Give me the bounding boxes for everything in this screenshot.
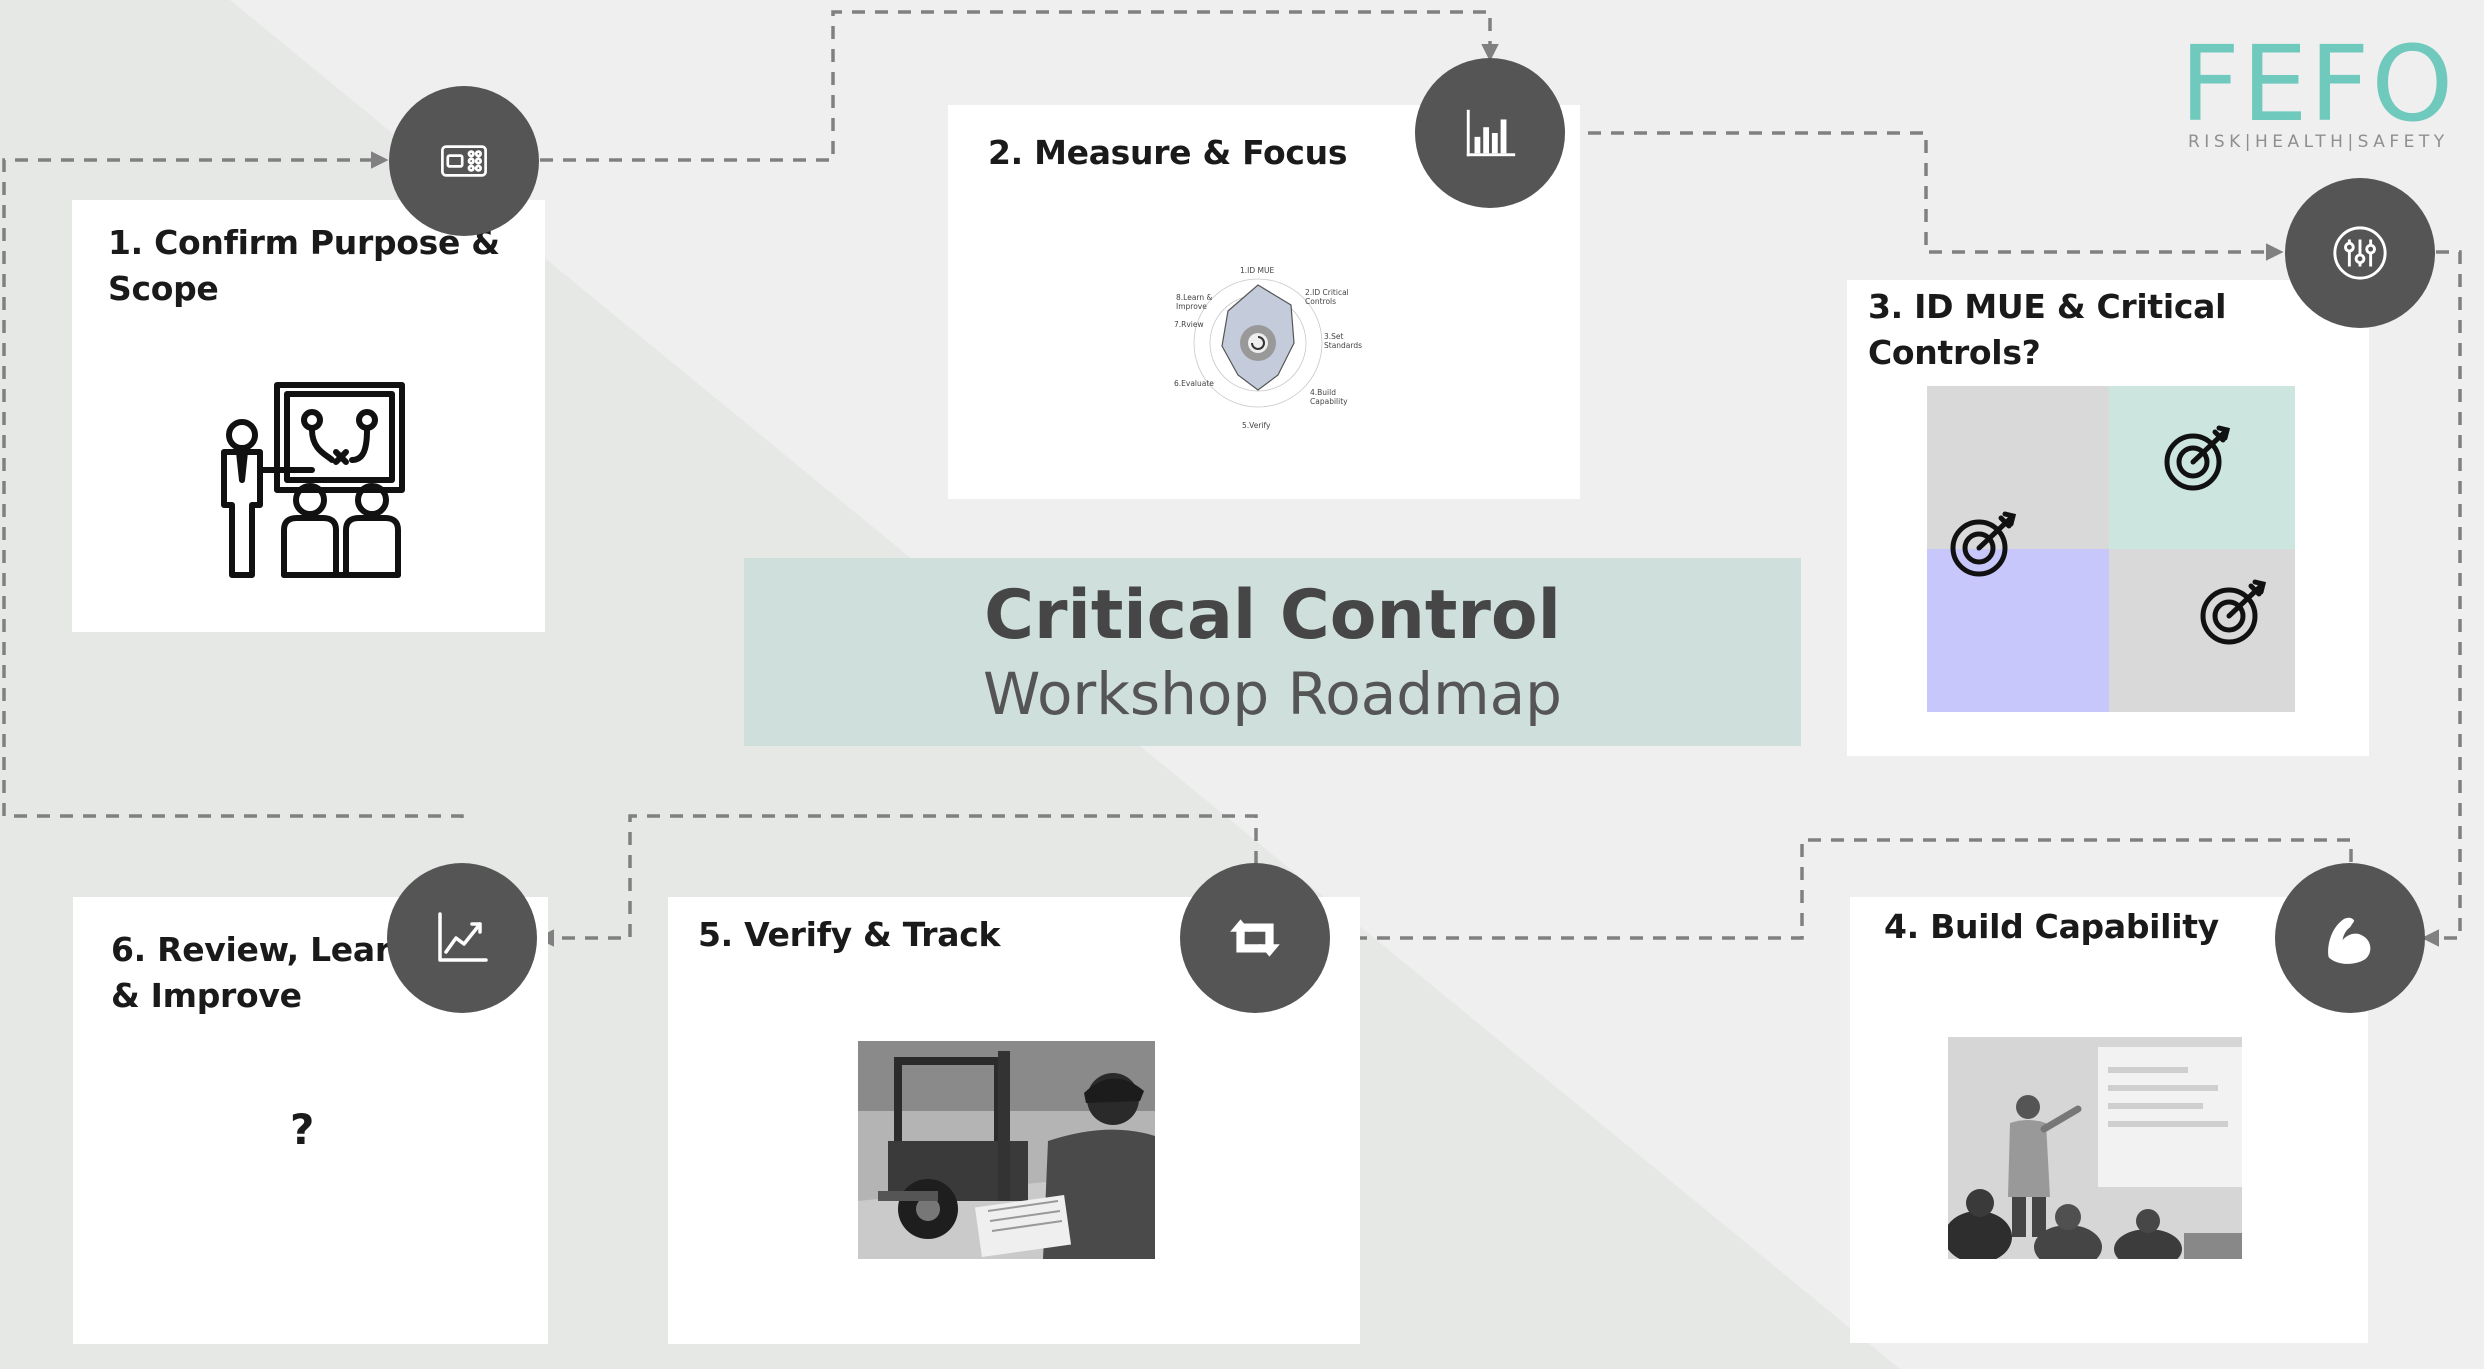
flexed-arm-icon <box>2328 917 2371 964</box>
radar-axis-label-5: 5.Verify <box>1242 421 1271 430</box>
logo-wordmark: FEFO <box>2180 23 2456 145</box>
step-title-3: 3. ID MUE & Critical Controls? <box>1868 287 2227 372</box>
radar-axis-label-7: 7.Rview <box>1174 320 1204 329</box>
step-node-6[interactable] <box>387 863 537 1013</box>
step-title-4: 4. Build Capability <box>1884 907 2219 946</box>
step-card-4: 4. Build Capability <box>1850 897 2368 1343</box>
connector-step3-to-step4 <box>2421 250 2462 947</box>
center-subtitle: Workshop Roadmap <box>983 660 1562 728</box>
step-node-2[interactable] <box>1415 58 1565 208</box>
center-title-box: Critical Control Workshop Roadmap <box>744 558 1801 746</box>
training-photo <box>1948 1037 2242 1259</box>
radar-axis-label-1: 1.ID MUE <box>1240 266 1274 275</box>
step-node-4[interactable] <box>2275 863 2425 1013</box>
sliders-icon <box>2333 226 2387 280</box>
repeat-arrows-icon <box>1230 919 1280 957</box>
step-card-3: 3. ID MUE & Critical Controls? <box>1847 280 2369 756</box>
step-node-5[interactable] <box>1180 863 1330 1013</box>
radar-axis-label-6: 6.Evaluate <box>1174 379 1214 388</box>
step-title-6: 6. Review, Learn & Improve <box>111 930 415 1015</box>
fefo-logo: FEFO RISK|HEALTH|SAFETY <box>2180 23 2460 164</box>
connector-step2-to-step3 <box>1565 131 2284 261</box>
forklift-photo <box>858 1041 1155 1259</box>
step-title-5: 5. Verify & Track <box>698 915 1001 954</box>
calculator-device-icon <box>441 145 487 177</box>
bar-chart-icon <box>1466 109 1516 157</box>
logo-tagline: RISK|HEALTH|SAFETY <box>2188 132 2449 152</box>
step-title-1: 1. Confirm Purpose & Scope <box>108 223 500 308</box>
connector-loop-to-step1 <box>2 151 464 818</box>
presentation-meeting-icon <box>221 382 405 578</box>
radar-axis-label-8: 8.Learn &Improve <box>1176 293 1213 311</box>
target-arrow-icon <box>1950 425 2267 645</box>
step-6-placeholder: ? <box>290 1105 315 1154</box>
step-title-2: 2. Measure & Focus <box>988 133 1348 172</box>
center-title: Critical Control <box>984 576 1561 655</box>
target-matrix <box>1927 386 2295 712</box>
step-node-1[interactable] <box>389 86 539 236</box>
connector-step5-to-step6 <box>536 814 1258 947</box>
step-node-3[interactable] <box>2285 178 2435 328</box>
trend-chart-icon <box>438 912 488 962</box>
connector-step1-to-step2 <box>540 10 1499 162</box>
step-card-1: 1. Confirm Purpose & Scope <box>72 200 545 632</box>
